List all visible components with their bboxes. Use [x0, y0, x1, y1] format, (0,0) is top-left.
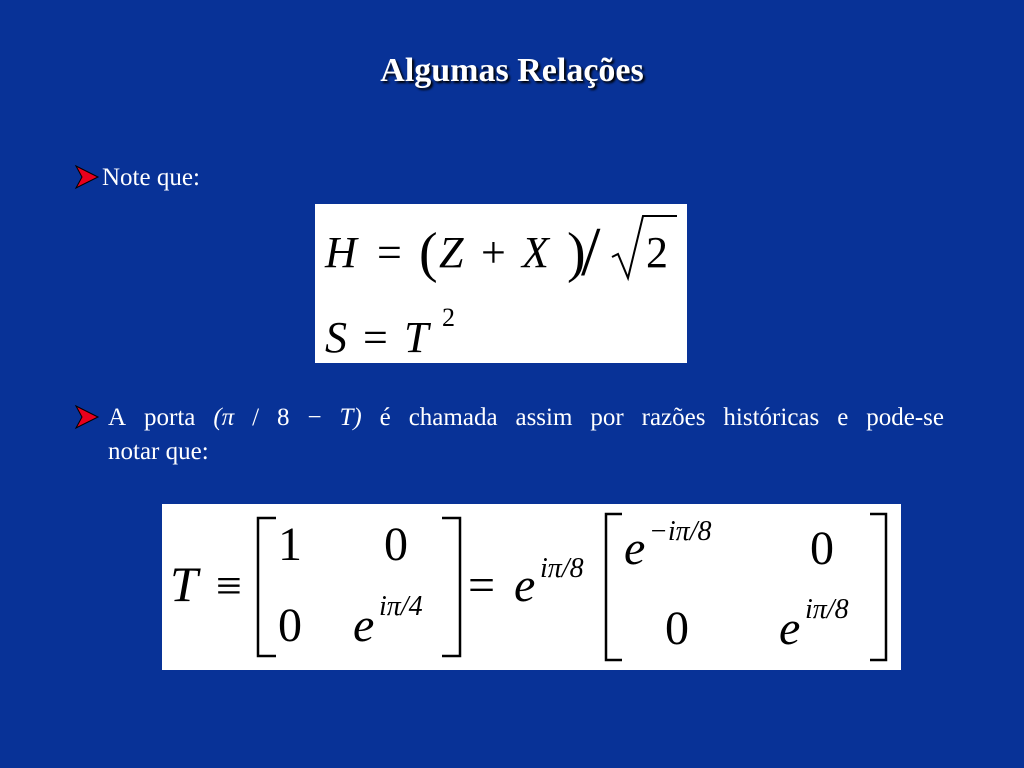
bullet-line-2: notar que:: [108, 438, 209, 465]
bullet-text-porta: A porta (π / 8 − T) é chamada assim por …: [108, 401, 944, 469]
m1-right-bracket: [442, 516, 462, 658]
s-equals: =: [363, 313, 388, 362]
hadamard-open-paren: (: [419, 222, 438, 284]
s-lhs: S: [325, 313, 347, 362]
m1-a22-exp: iπ/4: [379, 591, 423, 622]
hadamard-equals: =: [377, 228, 402, 277]
m2-a22-base: e: [779, 602, 800, 655]
m1-a12: 0: [384, 518, 408, 571]
hadamard-plus: +: [481, 228, 506, 277]
m1-a21: 0: [278, 599, 302, 652]
sqrt-radicand: 2: [646, 228, 668, 277]
bullet-note: Note que:: [72, 161, 200, 195]
m2-left-bracket: [604, 512, 622, 662]
m2-a21: 0: [665, 602, 689, 655]
m2-a11-exp: −iπ/8: [649, 516, 711, 547]
sqrt-radical: [611, 215, 677, 282]
s-exponent: 2: [442, 303, 455, 332]
m2-a12: 0: [810, 522, 834, 575]
hadamard-z: Z: [439, 228, 464, 277]
bullet-line-1: A porta (π / 8 − T) é chamada assim por …: [108, 404, 944, 431]
m2-a11-base: e: [624, 522, 645, 575]
formula-box-relations: H = ( Z + X ) / 2 S = T 2: [315, 204, 687, 363]
hadamard-x: X: [520, 228, 551, 277]
t-equiv: ≡: [216, 560, 242, 611]
s-base: T: [404, 313, 432, 362]
arrowhead-bullet-icon: [74, 404, 100, 430]
arrowhead-bullet-icon: [74, 164, 100, 190]
m1-left-bracket: [256, 516, 276, 658]
hadamard-slash: /: [581, 214, 601, 291]
m1-a11: 1: [278, 518, 302, 571]
prefactor-exp: iπ/8: [540, 553, 584, 584]
formula-box-t-gate: T ≡ 1 0 0 e iπ/4 = e iπ/8 e −iπ/8 0 0 e …: [162, 504, 901, 670]
hadamard-close-paren: ): [567, 222, 586, 284]
t-lhs: T: [170, 556, 201, 612]
bullet-text-note: Note que:: [102, 164, 200, 191]
bullet-porta: A porta (π / 8 − T) é chamada assim por …: [72, 401, 950, 469]
hadamard-lhs: H: [324, 228, 359, 277]
m2-a22-exp: iπ/8: [805, 594, 849, 625]
prefactor-base: e: [514, 559, 535, 612]
m2-right-bracket: [870, 512, 888, 662]
t-equals: =: [468, 559, 495, 612]
m1-a22-base: e: [353, 599, 374, 652]
slide-title: Algumas Relações: [380, 52, 644, 89]
